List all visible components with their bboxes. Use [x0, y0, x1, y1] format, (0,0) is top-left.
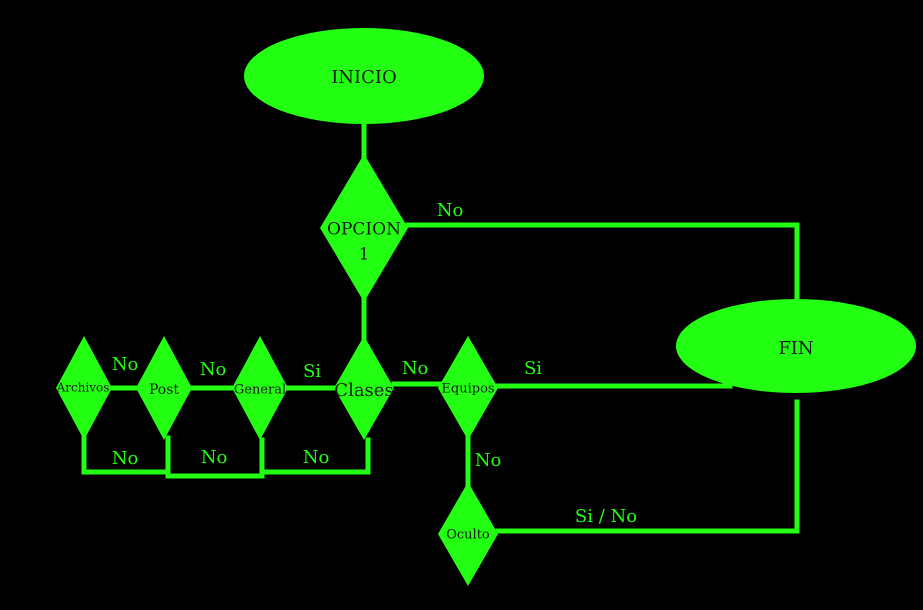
edge-label-archivos-loop: No — [112, 448, 139, 469]
equipos-diamond — [438, 336, 498, 440]
edge-label-equipos-oculto: No — [475, 450, 502, 471]
edge-label-general-post: No — [200, 359, 227, 380]
oculto-label: Oculto — [446, 528, 490, 543]
oculto-diamond — [438, 482, 498, 586]
opcion-node: OPCION 1 — [320, 154, 408, 302]
inicio-node: INICIO — [244, 28, 484, 124]
archivos-node: Archivos — [56, 336, 112, 440]
general-node: General — [232, 336, 288, 440]
general-label: General — [234, 383, 286, 398]
edge-label-clases-general: Si — [303, 361, 321, 382]
edge-label-opcion-fin: No — [437, 200, 464, 221]
opcion-label-line2: 1 — [359, 245, 370, 265]
connectors — [81, 117, 800, 534]
opcion-diamond — [320, 154, 408, 302]
connector-general-loop — [259, 437, 371, 475]
fin-label: FIN — [778, 338, 813, 359]
inicio-ellipse — [244, 28, 484, 124]
equipos-node: Equipos — [438, 336, 498, 440]
edge-label-post-archivos: No — [112, 354, 139, 375]
connector-opcion-fin — [405, 222, 800, 303]
edge-label-general-loop: No — [303, 447, 330, 468]
edge-labels: No Si No No No No No No Si No Si / No — [112, 200, 637, 527]
edge-label-post-loop: No — [201, 447, 228, 468]
clases-label: Clases — [334, 380, 393, 401]
inicio-label: INICIO — [331, 67, 397, 88]
edge-label-oculto-fin: Si / No — [575, 506, 637, 527]
post-node: Post — [136, 336, 192, 440]
post-diamond — [136, 336, 192, 440]
archivos-diamond — [56, 336, 112, 440]
post-label: Post — [149, 382, 179, 398]
oculto-node: Oculto — [438, 482, 498, 586]
edge-label-clases-equipos: No — [402, 358, 429, 379]
fin-ellipse — [676, 299, 916, 393]
archivos-label: Archivos — [56, 381, 110, 395]
fin-node: FIN — [676, 299, 916, 393]
opcion-label-line1: OPCION — [327, 220, 401, 240]
general-diamond — [232, 336, 288, 440]
edge-label-equipos-fin: Si — [524, 358, 542, 379]
connector-oculto-fin — [495, 399, 800, 534]
equipos-label: Equipos — [441, 382, 494, 397]
clases-diamond — [334, 336, 394, 440]
clases-node: Clases — [334, 336, 394, 440]
